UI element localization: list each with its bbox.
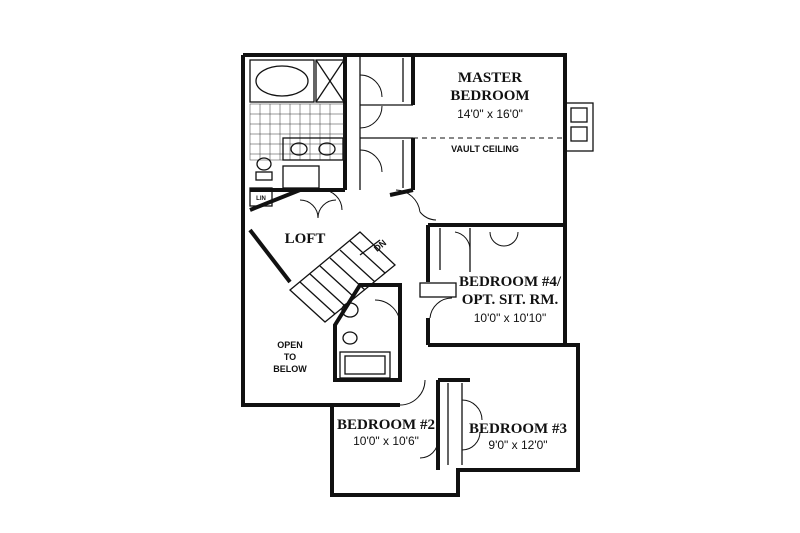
loft-name: LOFT [285,231,326,247]
master-bedroom-name-line2: BEDROOM [450,88,529,104]
tile-floor [249,103,345,161]
master-bedroom-dims: 14'0" x 16'0" [457,107,523,121]
master-bath [249,55,347,211]
bedroom2-name: BEDROOM #2 [337,417,435,433]
open-below-line2: TO [284,352,296,362]
room-labels: MASTER BEDROOM 14'0" x 16'0" VAULT CEILI… [273,70,567,452]
bedroom2-3-walls [332,343,500,470]
open-below-line3: BELOW [273,364,307,374]
bedroom3-dims: 9'0" x 12'0" [488,438,547,452]
open-below-line1: OPEN [277,340,303,350]
loft-walls [248,188,337,284]
stair-direction-label: DN [372,238,388,254]
bedroom2-dims: 10'0" x 10'6" [353,434,419,448]
bedroom4-dims: 10'0" x 10'10" [474,311,547,325]
master-bedroom-note: VAULT CEILING [451,144,519,154]
master-bedroom-name-line1: MASTER [458,70,522,86]
master-walls [389,55,565,227]
chimney [564,102,594,152]
master-closets [359,55,437,221]
bedroom3-name: BEDROOM #3 [469,421,567,437]
staircase: DN [289,231,396,323]
bedroom4-name-line2: OPT. SIT. RM. [462,292,559,308]
bedroom4-name-line1: BEDROOM #4/ [459,274,562,290]
linen-label: LIN [256,196,266,202]
hall-bath [333,283,402,382]
